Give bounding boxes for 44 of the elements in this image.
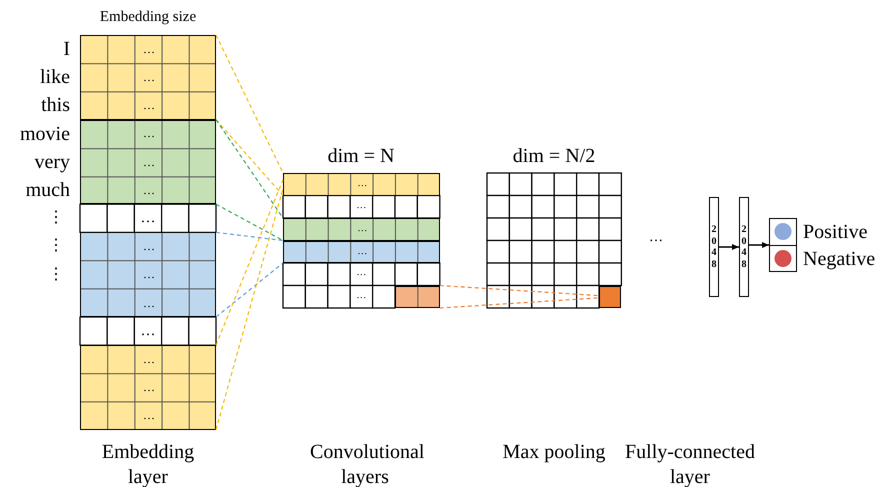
word-label: much [26,180,70,200]
mapping-line [216,232,284,242]
word-label: this [41,95,70,116]
vector-bar [739,197,749,297]
arrow [719,244,739,250]
feature-row [283,218,440,240]
embedding-row-band [80,35,216,120]
ellipsis-text: … [140,324,156,339]
feature-row [283,240,440,263]
legend-label: Negative [803,248,876,268]
mapping-line [216,180,284,346]
word-label: movie [20,124,70,144]
mapping-line [216,204,284,241]
mapping-line [440,297,600,309]
ellipsis-text: ⋮ [48,266,64,283]
embedding-row-band [80,345,216,430]
pooled-cell [599,286,622,308]
mapping-line [216,34,284,174]
layer-caption: Fully-connected layer [624,440,756,487]
legend-label: Positive [803,222,868,242]
word-label: I [63,39,70,59]
word-label: very [34,152,70,172]
ellipsis-text: ⋮ [48,210,64,226]
vector-size-label: 2048 [740,224,748,270]
layer-caption: Embedding layer [100,440,196,487]
mapping-line [215,188,284,430]
embedding-row-band [80,120,216,204]
arrow [749,242,769,248]
dimension-label: dim = N [328,146,394,166]
mapping-line [216,262,284,318]
embedding-row-band [80,232,216,317]
mapping-line [216,119,284,196]
highlighted-cells [395,286,440,308]
dimension-label: dim = N/2 [512,146,596,166]
mapping-line [216,119,284,218]
vector-size-label: 2048 [710,224,718,270]
ellipsis-text: … [649,231,663,245]
ellipsis-text: … [140,211,156,226]
ellipsis-text: ⋮ [48,238,64,254]
feature-row [283,173,440,196]
word-label: like [40,67,70,88]
layer-caption: Max pooling [502,440,606,465]
mapping-line [440,284,600,296]
vector-bar [709,197,719,297]
